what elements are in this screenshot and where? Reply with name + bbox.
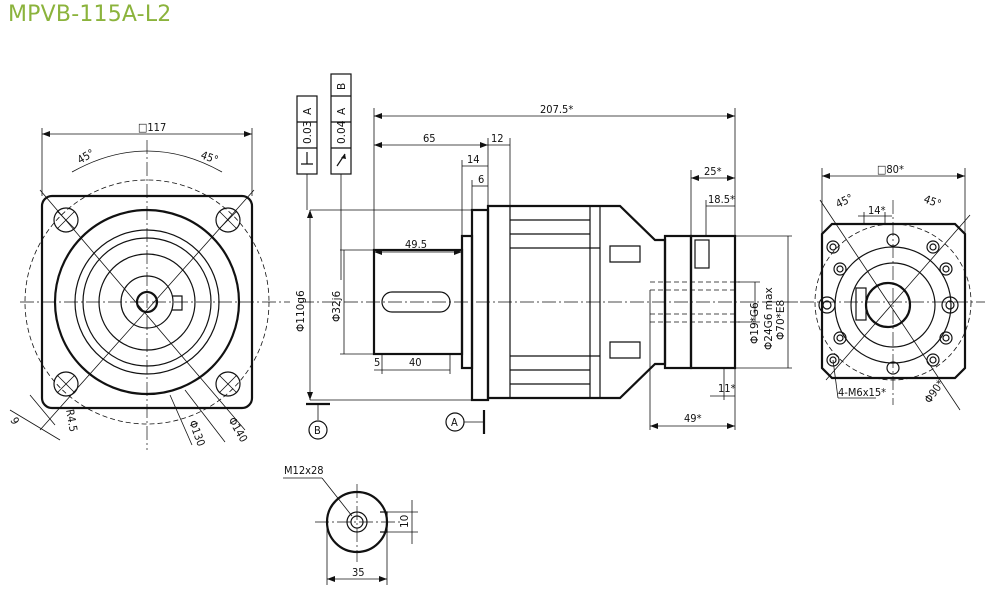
dim-key-width: 10 bbox=[399, 515, 411, 528]
mount-hole bbox=[215, 207, 241, 233]
dim-len-5: 5 bbox=[374, 356, 380, 369]
dim-dia-70: Φ70*E8 bbox=[775, 300, 787, 340]
dim-motor-14: 14* bbox=[868, 204, 886, 217]
dim-nine: 9 bbox=[7, 415, 21, 427]
dim-square-117: □117 bbox=[138, 121, 166, 134]
front-view: □117 45° 45° 9 R4.5 Φ130 Φ140 bbox=[7, 121, 290, 450]
tolerance-frame-2: B A 0.04 bbox=[330, 73, 352, 280]
dim-len-18-5: 18.5* bbox=[708, 193, 735, 206]
dim-motor-pcd: Φ90* bbox=[922, 377, 947, 405]
dim-dia-24: Φ24G6 max bbox=[763, 287, 775, 350]
dim-len-6: 6 bbox=[478, 173, 484, 186]
svg-text:B: B bbox=[336, 83, 348, 90]
dim-r45: R4.5 bbox=[63, 408, 80, 433]
svg-text:A: A bbox=[336, 107, 348, 115]
dim-shaft-diameter: 35 bbox=[352, 566, 365, 579]
dim-dia-110: Φ110g6 bbox=[295, 290, 307, 332]
dim-angle-left: 45° bbox=[75, 147, 97, 167]
dim-dia-130: Φ130 bbox=[186, 419, 207, 449]
svg-text:A: A bbox=[302, 107, 314, 115]
dim-len-11: 11* bbox=[718, 382, 736, 395]
tolerance-frame-1: A 0.03 bbox=[296, 95, 318, 210]
dim-dia-19: Φ19*G6 bbox=[749, 302, 761, 344]
datum-a: A bbox=[451, 416, 458, 429]
keyway bbox=[381, 291, 451, 313]
page-title: MPVB-115A-L2 bbox=[8, 2, 172, 27]
dim-thread: M12x28 bbox=[284, 464, 324, 477]
svg-text:0.03: 0.03 bbox=[302, 121, 314, 144]
motor-bore bbox=[864, 281, 912, 329]
dim-dia-32: Φ32j6 bbox=[331, 290, 343, 322]
dim-motor-angle-left: 45° bbox=[834, 192, 855, 211]
dim-len-49-5: 49.5 bbox=[405, 238, 427, 251]
shaft-end-detail: M12x28 10 35 bbox=[283, 464, 418, 585]
dim-motor-square: □80* bbox=[877, 163, 904, 176]
mount-hole bbox=[53, 371, 79, 397]
mount-hole bbox=[215, 371, 241, 397]
dim-motor-holes: 4-M6x15* bbox=[838, 386, 886, 399]
dim-motor-angle-right: 45° bbox=[922, 193, 943, 211]
dim-len-25: 25* bbox=[704, 165, 722, 178]
dim-len-65: 65 bbox=[423, 132, 436, 145]
dim-len-49: 49* bbox=[684, 412, 702, 425]
dim-len-40: 40 bbox=[409, 356, 422, 369]
dim-overall-length: 207.5* bbox=[540, 103, 573, 116]
motor-adapter bbox=[689, 234, 737, 370]
svg-text:0.04: 0.04 bbox=[336, 120, 348, 144]
motor-flange-view: □80* 45° 45° 14* 4-M6x15* Φ90* bbox=[800, 163, 985, 411]
motor-hole bbox=[818, 233, 959, 375]
dim-angle-right: 45° bbox=[199, 149, 220, 167]
dim-len-12: 12 bbox=[491, 132, 504, 145]
dim-len-14: 14 bbox=[467, 153, 480, 166]
datum-b: B bbox=[314, 424, 321, 437]
dim-dia-140: Φ140 bbox=[225, 415, 250, 445]
side-view: 207.5* 65 12 14 6 49.5 5 40 Φ110g6 bbox=[295, 73, 800, 440]
motor-flange-outline bbox=[820, 222, 967, 380]
